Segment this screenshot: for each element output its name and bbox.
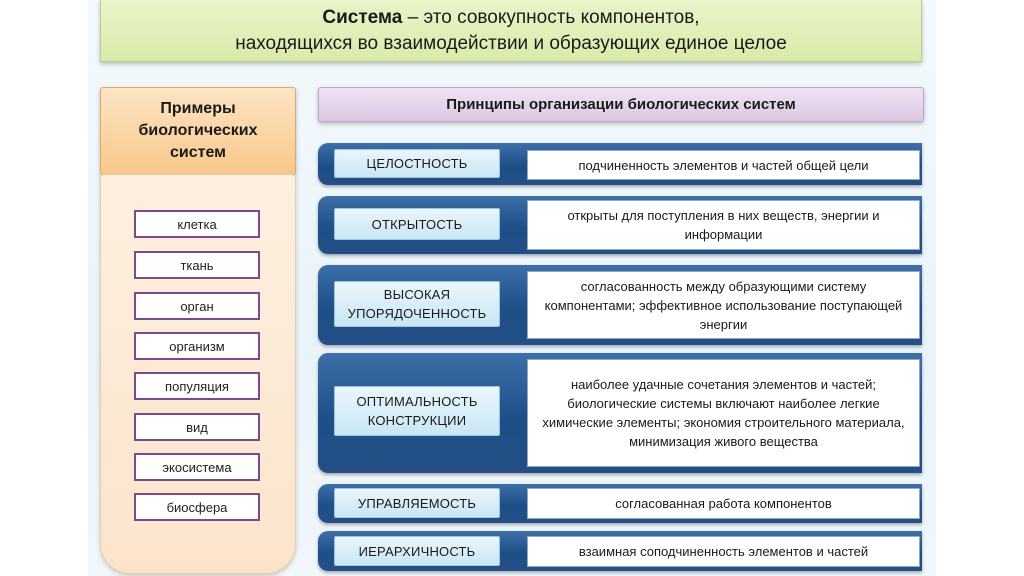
definition-title: Система – это совокупность компонентов, … xyxy=(100,0,922,62)
examples-heading: Примеры биологических систем xyxy=(100,87,296,175)
example-item: биосфера xyxy=(134,493,260,521)
principle-name: УПРАВЛЯЕМОСТЬ xyxy=(334,488,500,518)
example-item: клетка xyxy=(134,210,260,238)
title-term: Система xyxy=(322,7,403,28)
example-item: вид xyxy=(134,413,260,441)
example-item: популяция xyxy=(134,372,260,400)
principle-name: ИЕРАРХИЧНОСТЬ xyxy=(334,536,500,566)
principle-description: согласованность между образующими систем… xyxy=(527,271,920,339)
examples-heading-text: Примеры биологических систем xyxy=(138,100,258,161)
title-line-1-rest: – это совокупность компонентов, xyxy=(402,7,700,28)
principle-name: ВЫСОКАЯ УПОРЯДОЧЕННОСТЬ xyxy=(334,281,500,327)
title-line-1: Система – это совокупность компонентов, xyxy=(101,5,921,31)
principle-name: ЦЕЛОСТНОСТЬ xyxy=(334,149,500,178)
principle-description: подчиненность элементов и частей общей ц… xyxy=(527,150,920,180)
principle-description: согласованная работа компонентов xyxy=(527,488,920,519)
title-line-2: находящихся во взаимодействии и образующ… xyxy=(235,33,787,54)
example-item: ткань xyxy=(134,251,260,279)
principle-name: ОТКРЫТОСТЬ xyxy=(334,208,500,240)
example-item: орган xyxy=(134,292,260,320)
principle-description: взаимная соподчиненность элементов и час… xyxy=(527,536,920,567)
principle-description: наиболее удачные сочетания элементов и ч… xyxy=(527,359,920,467)
principle-description: открыты для поступления в них веществ, э… xyxy=(527,200,920,250)
principle-name: ОПТИМАЛЬНОСТЬ КОНСТРУКЦИИ xyxy=(334,386,500,436)
example-item: экосистема xyxy=(134,453,260,481)
example-item: организм xyxy=(134,332,260,360)
principles-heading: Принципы организации биологических систе… xyxy=(318,87,924,122)
